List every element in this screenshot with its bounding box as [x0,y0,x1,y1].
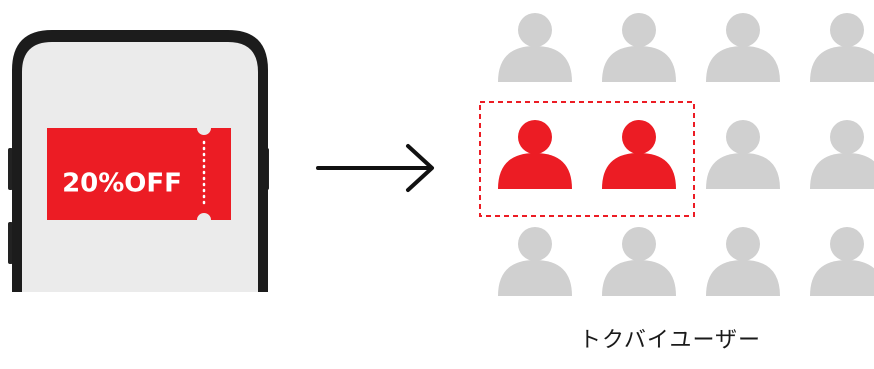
user-icon-body [706,153,780,189]
user-icon-body [810,260,874,296]
user-icon-head [726,13,760,47]
coupon-ticket: 20%OFF [47,128,231,220]
user-grid [498,13,874,296]
user-icon [498,227,572,296]
user-icon-body [498,260,572,296]
user-icon-body [498,153,572,189]
user-icon-body [810,153,874,189]
user-icon-head [726,227,760,261]
user-icon [602,227,676,296]
phone-side-button-2 [8,222,13,264]
user-icon [706,13,780,82]
user-icon-head [830,13,864,47]
user-icon-head [622,120,656,154]
user-icon [706,120,780,189]
user-icon-head [830,120,864,154]
user-icon-highlighted [602,120,676,189]
user-icon-body [602,46,676,82]
phone-side-button-1 [8,148,13,190]
user-icon-body [602,153,676,189]
coupon-shape [47,128,231,220]
user-icon [810,13,874,82]
user-icon-head [518,227,552,261]
user-icon-body [706,260,780,296]
right-arrow-icon [316,144,434,192]
user-icon [706,227,780,296]
user-icon-head [622,227,656,261]
user-icon-highlighted [498,120,572,189]
user-icon-head [726,120,760,154]
coupon-label: 20%OFF [62,169,182,199]
user-icon [810,120,874,189]
user-icon-head [518,13,552,47]
user-group-caption: トクバイユーザー [578,328,762,353]
user-icon-body [706,46,780,82]
user-icon-body [810,46,874,82]
selection-box [479,101,695,217]
user-icon [602,13,676,82]
user-icon-head [518,120,552,154]
user-icon-head [830,227,864,261]
user-icon-body [498,46,572,82]
user-icon-body [602,260,676,296]
user-icon-head [622,13,656,47]
user-icon [810,227,874,296]
user-icon [498,13,572,82]
